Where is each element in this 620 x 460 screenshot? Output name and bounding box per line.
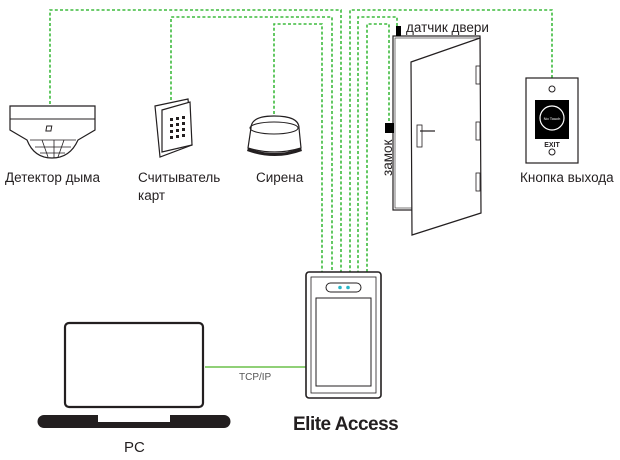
door-icon <box>392 35 482 236</box>
pc-label: PC <box>124 439 145 456</box>
card-reader-label-line2: карт <box>138 188 165 203</box>
wire-smoke-detector <box>49 9 342 272</box>
wire-exit-button <box>349 9 553 272</box>
laptop-icon <box>37 321 231 428</box>
exit-button-face-text: No Touch <box>544 116 561 121</box>
lock-label: замок <box>380 140 395 176</box>
wire-lock <box>366 23 390 272</box>
door-sensor-icon <box>396 26 401 36</box>
lock-icon <box>385 123 394 133</box>
wire-door-sensor <box>357 16 398 272</box>
wires <box>49 9 553 368</box>
card-reader-icon <box>154 98 193 158</box>
exit-text: EXIT <box>544 142 560 149</box>
tcp-ip-label: TCP/IP <box>239 372 272 383</box>
wire-card-reader <box>170 16 333 272</box>
siren-icon <box>247 115 302 156</box>
elite-access-label: Elite Access <box>293 414 398 435</box>
wire-siren <box>273 23 323 272</box>
card-reader-label-line1: Считыватель <box>138 170 220 185</box>
elite-access-device-icon <box>305 271 382 399</box>
smoke-detector-label: Детектор дыма <box>5 170 100 185</box>
exit-button-label: Кнопка выхода <box>520 170 614 185</box>
smoke-detector-icon <box>9 105 96 159</box>
exit-button-icon: No Touch EXIT <box>525 77 579 164</box>
door-sensor-label: датчик двери <box>406 20 489 35</box>
siren-label: Сирена <box>256 170 304 185</box>
